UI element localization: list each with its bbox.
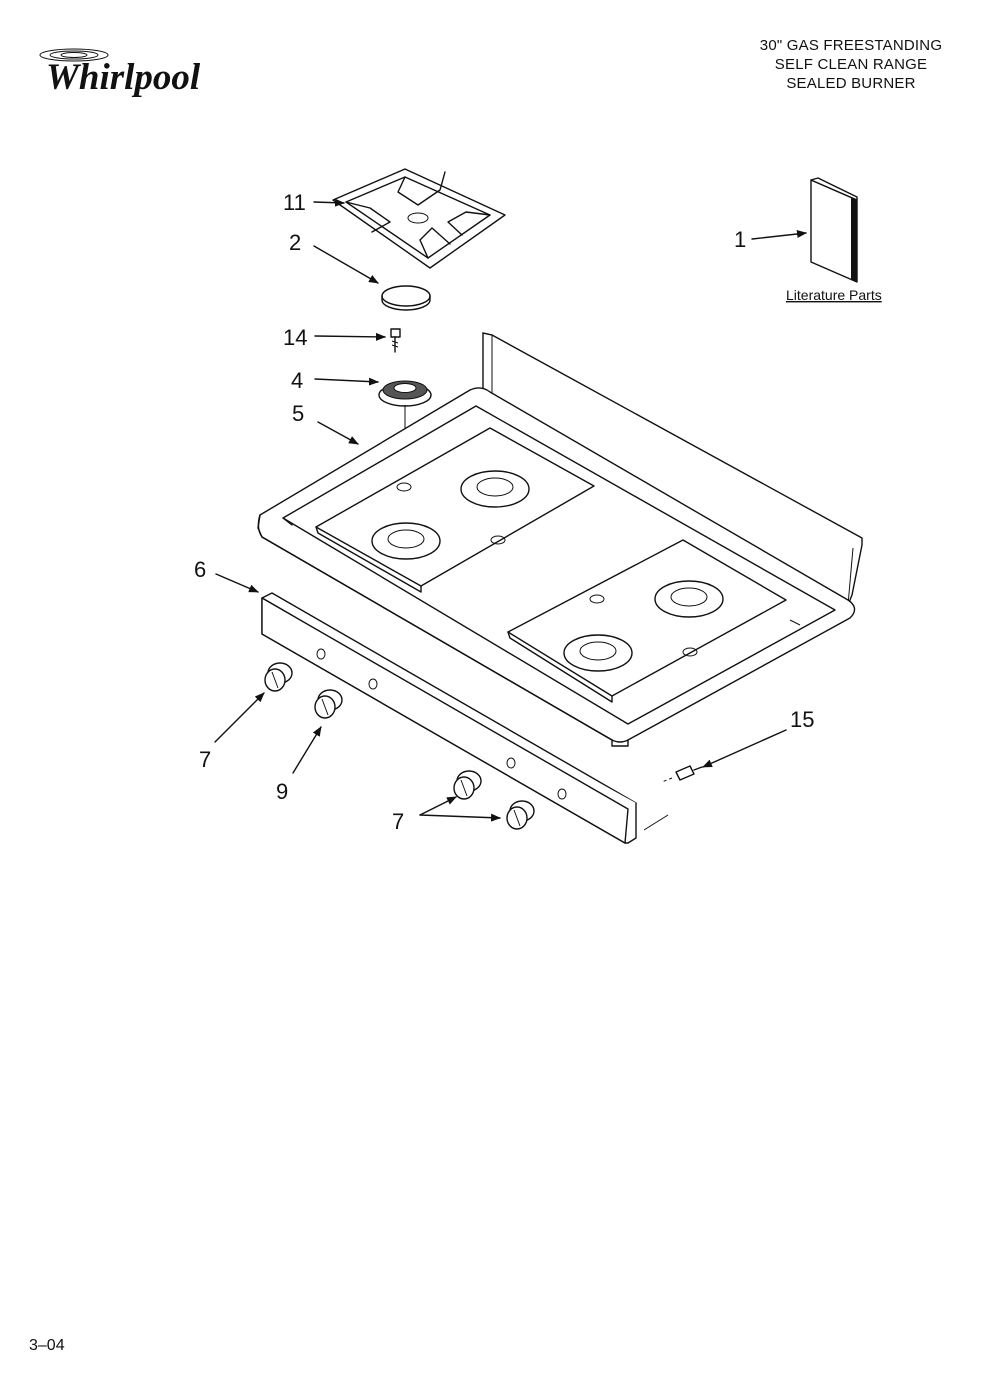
page-code: 3–04	[29, 1337, 65, 1354]
side-screw	[661, 765, 703, 783]
knob-right-b	[506, 800, 535, 830]
callout-cooktop: 5	[292, 401, 304, 426]
burner-cap	[381, 285, 431, 311]
burner-rear-right	[654, 580, 724, 618]
control-panel	[261, 592, 637, 844]
burner-front-right	[563, 634, 633, 672]
swirl-icon	[39, 48, 109, 62]
callout-grate: 11	[283, 190, 306, 215]
burner-rear-left	[460, 470, 530, 508]
callout-panel: 6	[194, 557, 206, 582]
callout-burner: 4	[291, 368, 303, 393]
title-line-1: 30" GAS FREESTANDING	[759, 37, 943, 54]
model-title: 30" GAS FREESTANDING SELF CLEAN RANGE SE…	[736, 36, 966, 93]
title-line-2: SELF CLEAN RANGE	[774, 56, 928, 73]
burner-grate	[332, 168, 506, 269]
knob-left	[264, 662, 293, 692]
whirlpool-logo: Whirlpool	[39, 48, 201, 98]
knob-right-a	[453, 770, 482, 800]
callout-screw: 14	[283, 325, 307, 350]
literature-parts: Literature Parts	[786, 177, 882, 303]
callout-cap: 2	[289, 230, 301, 255]
burner-front-left	[371, 522, 441, 560]
logo-text: Whirlpool	[46, 57, 201, 98]
literature-caption: Literature Parts	[786, 287, 882, 303]
callout-knob-center: 9	[276, 779, 288, 804]
callout-literature: 1	[734, 227, 746, 252]
burner-base	[378, 380, 432, 530]
leader-lines	[214, 198, 807, 822]
title-line-3: SEALED BURNER	[786, 75, 916, 92]
callout-knob-pair: 7	[392, 809, 404, 834]
callout-screw-side: 15	[790, 707, 814, 732]
callout-knob-left: 7	[199, 747, 211, 772]
knob-center	[314, 689, 343, 719]
cooktop	[257, 332, 863, 747]
screw	[390, 328, 401, 353]
